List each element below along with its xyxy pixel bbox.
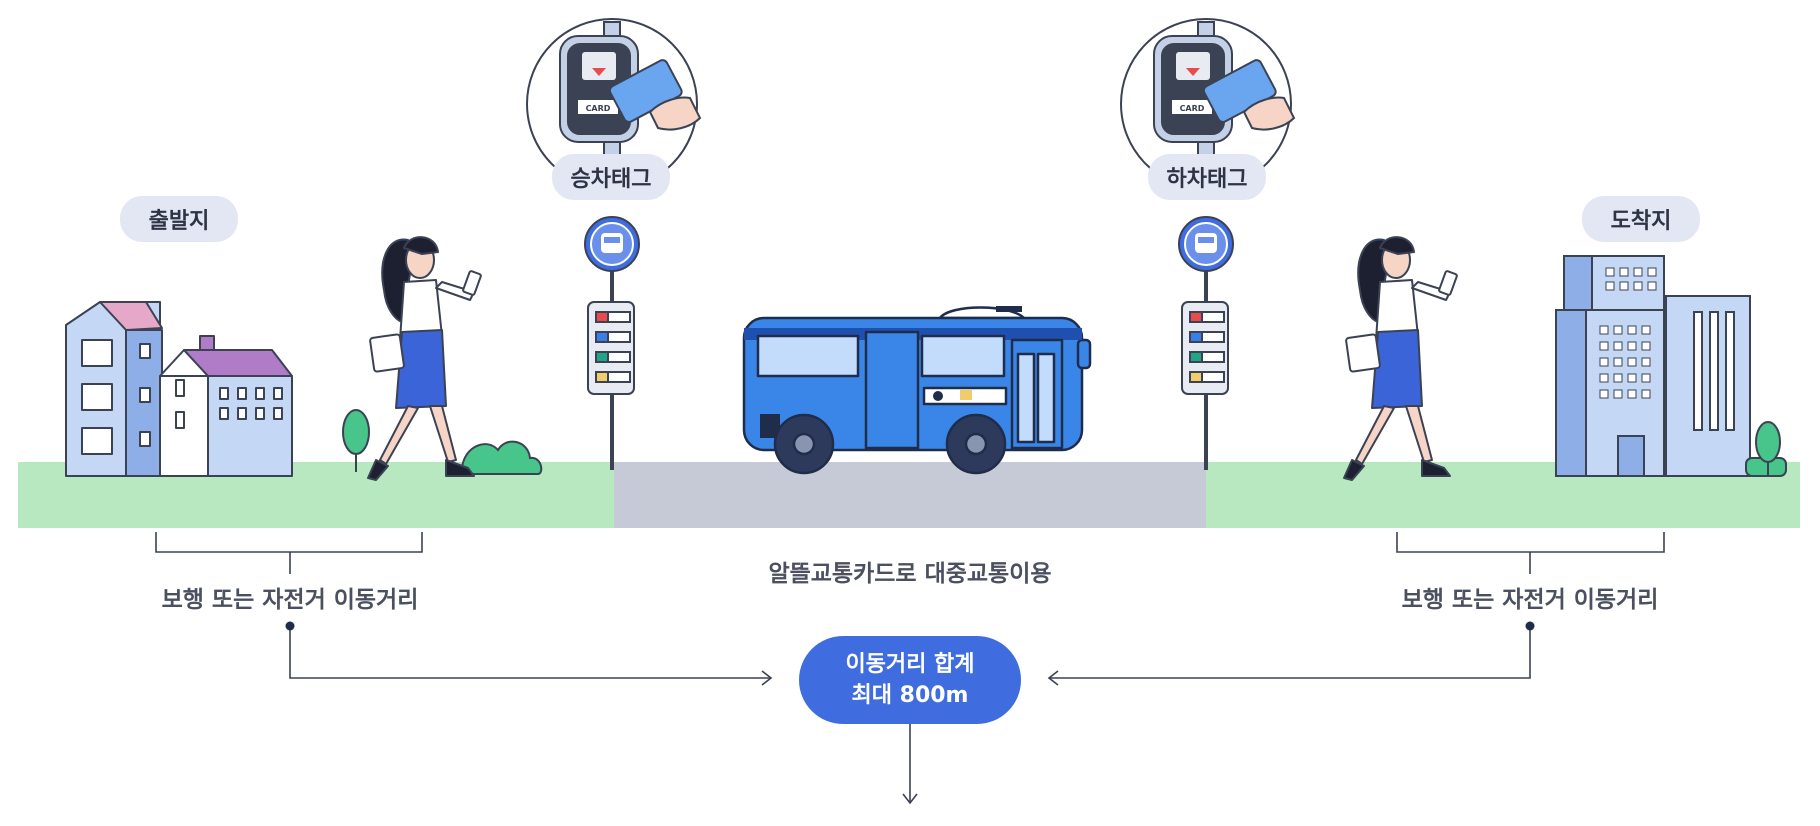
road [614, 462, 1206, 528]
connector-right-dot [1525, 621, 1535, 631]
arrow-icon [902, 724, 918, 805]
origin-buildings [65, 301, 293, 477]
bus-stop-left [584, 216, 640, 470]
total-distance-badge: 이동거리 합계 최대 800m [799, 636, 1021, 724]
card-reader-icon: CARD [1120, 18, 1296, 190]
card-reader-icon: CARD [526, 18, 702, 190]
person-icon [1343, 236, 1458, 481]
walk-distance-left-caption: 보행 또는 자전거 이동거리 [161, 587, 419, 613]
connector-right [1047, 626, 1531, 686]
building-icon [1555, 255, 1751, 477]
bus-icon [742, 306, 1092, 475]
tree-icon [342, 409, 370, 472]
bracket-left [155, 532, 423, 574]
total-distance-value: 최대 800m [851, 683, 969, 708]
origin-label: 출발지 [120, 196, 238, 242]
bracket-right [1396, 532, 1665, 574]
person-icon [367, 236, 482, 481]
transit-caption: 알뜰교통카드로 대중교통이용 [768, 561, 1052, 587]
tree-icon [1745, 421, 1787, 477]
bus-stop-right [1178, 216, 1234, 470]
alight-tag-label: 하차태그 [1148, 154, 1266, 200]
board-tag-label: 승차태그 [552, 154, 670, 200]
bush-icon [460, 440, 543, 475]
connector-left [289, 626, 773, 686]
destination-label: 도착지 [1582, 196, 1700, 242]
card-reader-text: CARD [1180, 104, 1205, 113]
card-reader-text: CARD [586, 104, 611, 113]
walk-distance-right-caption: 보행 또는 자전거 이동거리 [1401, 587, 1659, 613]
connector-left-dot [285, 621, 295, 631]
total-distance-title: 이동거리 합계 [845, 652, 975, 677]
